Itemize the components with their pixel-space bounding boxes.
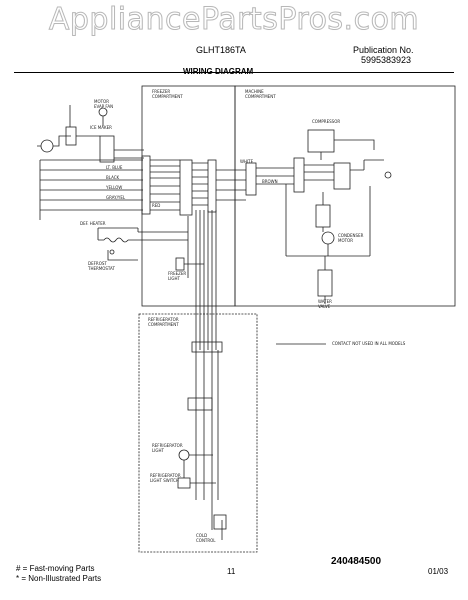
- label-note: CONTACT NOT USED IN ALL MODELS: [332, 341, 406, 346]
- label-wire-red: RED: [152, 203, 161, 208]
- title-divider: [14, 72, 454, 73]
- legend-non-illustrated: * = Non-Illustrated Parts: [16, 574, 102, 583]
- label-wire-yellow: YELLOW: [106, 185, 123, 190]
- compressor-box: [307, 129, 335, 153]
- ice-maker-symbol: [99, 135, 115, 163]
- label-wire-black: BLACK: [106, 175, 120, 180]
- publication-label: Publication No.: [353, 45, 414, 55]
- evap-fan-symbol: [98, 107, 108, 117]
- publication-block: Publication No. 5995383923: [353, 45, 414, 65]
- machine-connector-c: [333, 162, 351, 190]
- water-valve-symbol: [317, 269, 333, 297]
- light-switch-block: [187, 397, 213, 411]
- legend-fast-moving: # = Fast-moving Parts: [16, 564, 95, 573]
- model-number: GLHT186TA: [196, 45, 246, 55]
- machine-connector-b: [293, 157, 305, 193]
- harness-connector-mid: [179, 159, 193, 216]
- label-compressor: COMPRESSOR: [312, 119, 341, 124]
- label-wire-lt-blue: LT. BLUE: [106, 165, 123, 170]
- label-wire-gray: GRAY/YEL: [106, 195, 126, 200]
- condenser-terminal: [384, 171, 392, 179]
- bus-connector: [191, 341, 223, 353]
- date-code: 01/03: [428, 567, 449, 576]
- freezer-light-symbol: [175, 257, 185, 271]
- harness-connector-right: [207, 159, 217, 213]
- diagram-title: WIRING DIAGRAM: [183, 67, 254, 76]
- harness-connector-left: [141, 155, 151, 215]
- label-wire-white: WHITE: [240, 159, 254, 164]
- machine-compartment-box: [234, 85, 456, 307]
- cold-control-symbol: [213, 514, 227, 530]
- label-ice-maker: ICE MAKER: [90, 125, 112, 130]
- condenser-motor-symbol: [321, 231, 335, 245]
- freezer-compartment-box: [141, 85, 236, 307]
- relay-symbol: [315, 204, 331, 228]
- label-wire-brown: BROWN: [262, 179, 278, 184]
- machine-connector-a: [245, 162, 257, 196]
- label-defrost-heater: DEF. HEATER: [80, 221, 106, 226]
- page-number: 11: [227, 567, 236, 576]
- watermark-logo: AppliancePartsPros.com: [48, 2, 420, 38]
- left-light-socket: [40, 139, 54, 153]
- refrigerator-compartment-box: [138, 313, 258, 553]
- part-number: 240484500: [331, 556, 382, 567]
- defrost-heater-coil: [103, 237, 129, 243]
- legend: # = Fast-moving Parts * = Non-Illustrate…: [16, 564, 101, 584]
- publication-number: 5995383923: [361, 55, 412, 65]
